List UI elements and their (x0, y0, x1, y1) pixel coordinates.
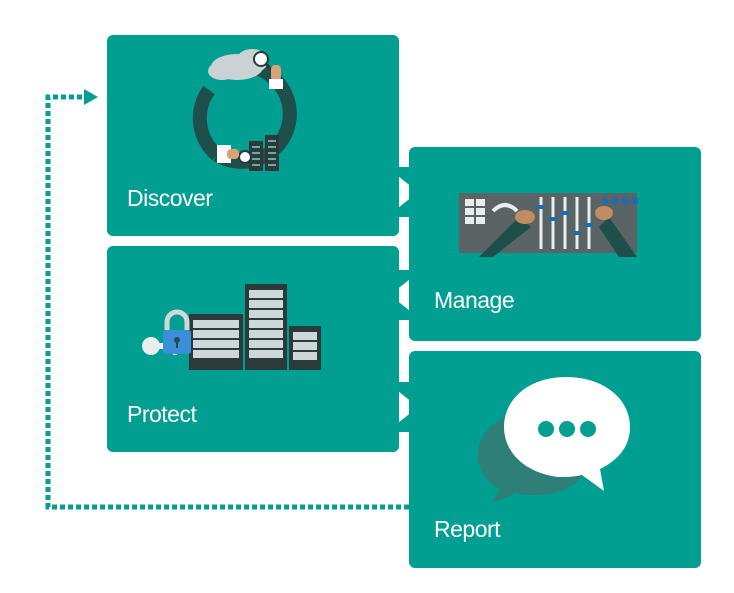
report-card: Report (409, 351, 701, 568)
protect-card: Protect (107, 246, 399, 452)
protect-label: Protect (127, 401, 197, 427)
manage-card: Manage (409, 147, 701, 341)
arrow-head-icon (84, 89, 98, 105)
report-label: Report (434, 516, 501, 542)
mixing-console-icon (459, 193, 639, 257)
chat-bubbles-icon (478, 377, 630, 503)
discover-label: Discover (127, 185, 213, 211)
cloud-search-cycle-icon (192, 49, 297, 171)
manage-label: Manage (434, 287, 515, 313)
locked-servers-icon (142, 284, 321, 370)
discover-card: Discover (107, 35, 399, 236)
